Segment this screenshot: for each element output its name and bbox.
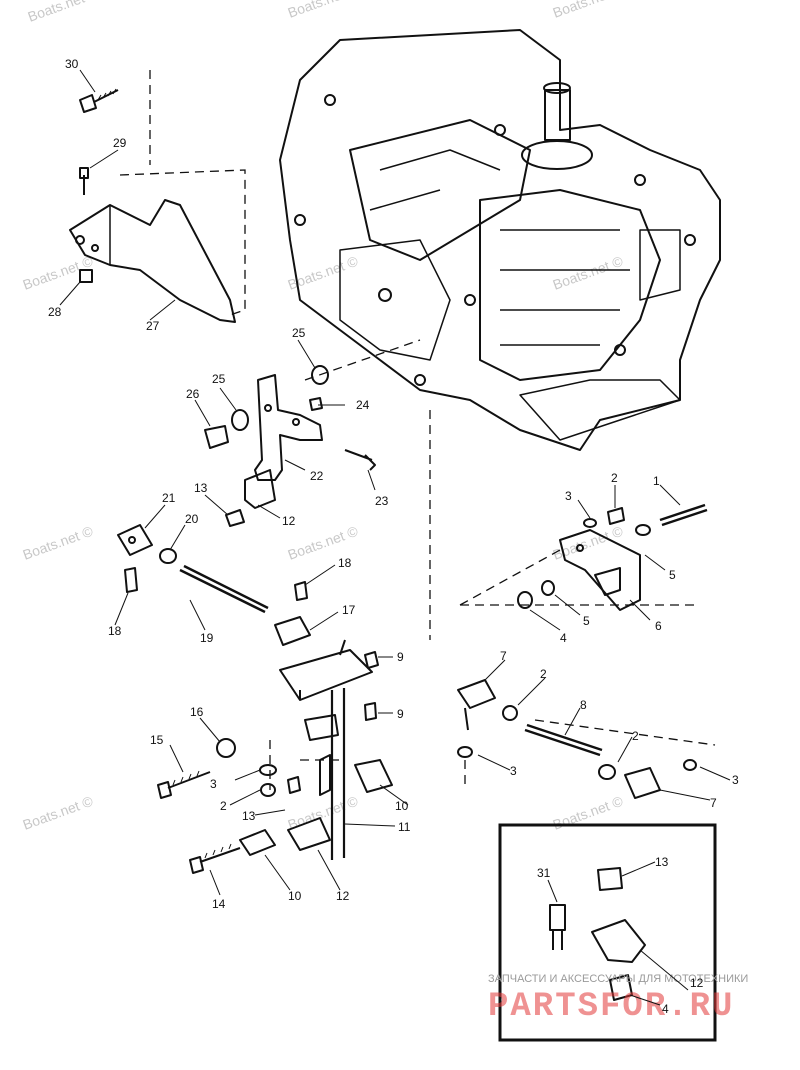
callout-4: 4 [560,631,567,645]
brand-logo: PARTSFOR.RU [488,988,734,1026]
callout-numbers: 30 29 28 27 25 25 26 24 22 23 12 13 21 2… [48,57,739,1016]
dashed-leaders [119,70,716,790]
callout-7: 7 [710,796,717,810]
callout-7: 7 [500,649,507,663]
watermarks: Boats.net Boats.net Boats.net Boats.net … [21,0,626,833]
callout-leaders [59,69,731,1006]
watermark: Boats.net © [21,252,96,292]
inset-detail: ЗАПЧАСТИ И АКСЕССУАРЫ ДЛЯ МОТОТЕХНИКИ PA… [488,823,748,1042]
watermark: Boats.net © [21,792,96,832]
callout-3: 3 [510,764,517,778]
callout-21: 21 [162,491,176,505]
callout-11: 11 [398,820,411,834]
callout-13: 13 [655,855,669,869]
watermark: Boats.net © [21,522,96,562]
callout-19: 19 [200,631,214,645]
callout-10: 10 [288,889,302,903]
callout-16: 16 [190,705,204,719]
callout-2: 2 [611,471,618,485]
watermark: Boats.net [286,0,347,21]
callout-2: 2 [540,667,547,681]
callout-3: 3 [210,777,217,791]
inset-caption: ЗАПЧАСТИ И АКСЕССУАРЫ ДЛЯ МОТОТЕХНИКИ [488,973,748,985]
callout-5: 5 [583,614,590,628]
callout-3: 3 [565,489,572,503]
callout-18: 18 [108,624,122,638]
callout-31: 31 [537,866,551,880]
shift-shaft-assembly [157,639,393,874]
callout-15: 15 [150,733,164,747]
callout-25: 25 [212,372,226,386]
callout-2: 2 [220,799,227,813]
bracket-assembly [69,88,236,323]
callout-10: 10 [395,799,409,813]
callout-3: 3 [732,773,739,787]
callout-1: 1 [653,474,660,488]
callout-30: 30 [65,57,79,71]
link-rod-assembly [117,524,311,646]
callout-13: 13 [194,481,208,495]
callout-28: 28 [48,305,62,319]
callout-13: 13 [242,809,256,823]
callout-23: 23 [375,494,389,508]
callout-8: 8 [580,698,587,712]
callout-2: 2 [632,729,639,743]
watermark: Boats.net [26,0,87,25]
callout-9: 9 [397,650,404,664]
callout-17: 17 [342,603,356,617]
callout-18: 18 [338,556,352,570]
callout-12: 12 [690,976,704,990]
throttle-arm-assembly [204,365,376,527]
watermark: Boats.net © [551,252,626,292]
callout-25: 25 [292,326,306,340]
callout-24: 24 [356,398,370,412]
callout-5: 5 [669,568,676,582]
callout-27: 27 [146,319,160,333]
callout-6: 6 [655,619,662,633]
inset-frame [498,823,717,1042]
callout-12: 12 [282,514,296,528]
callout-4: 4 [662,1002,669,1016]
callout-20: 20 [185,512,199,526]
watermark: Boats.net © [551,792,626,832]
watermark: Boats.net [551,0,612,21]
callout-22: 22 [310,469,324,483]
callout-26: 26 [186,387,200,401]
callout-29: 29 [113,136,127,150]
callout-12: 12 [336,889,350,903]
engine-block [279,29,721,451]
callout-9: 9 [397,707,404,721]
cable-anchor-assembly [457,503,708,799]
callout-14: 14 [212,897,226,911]
